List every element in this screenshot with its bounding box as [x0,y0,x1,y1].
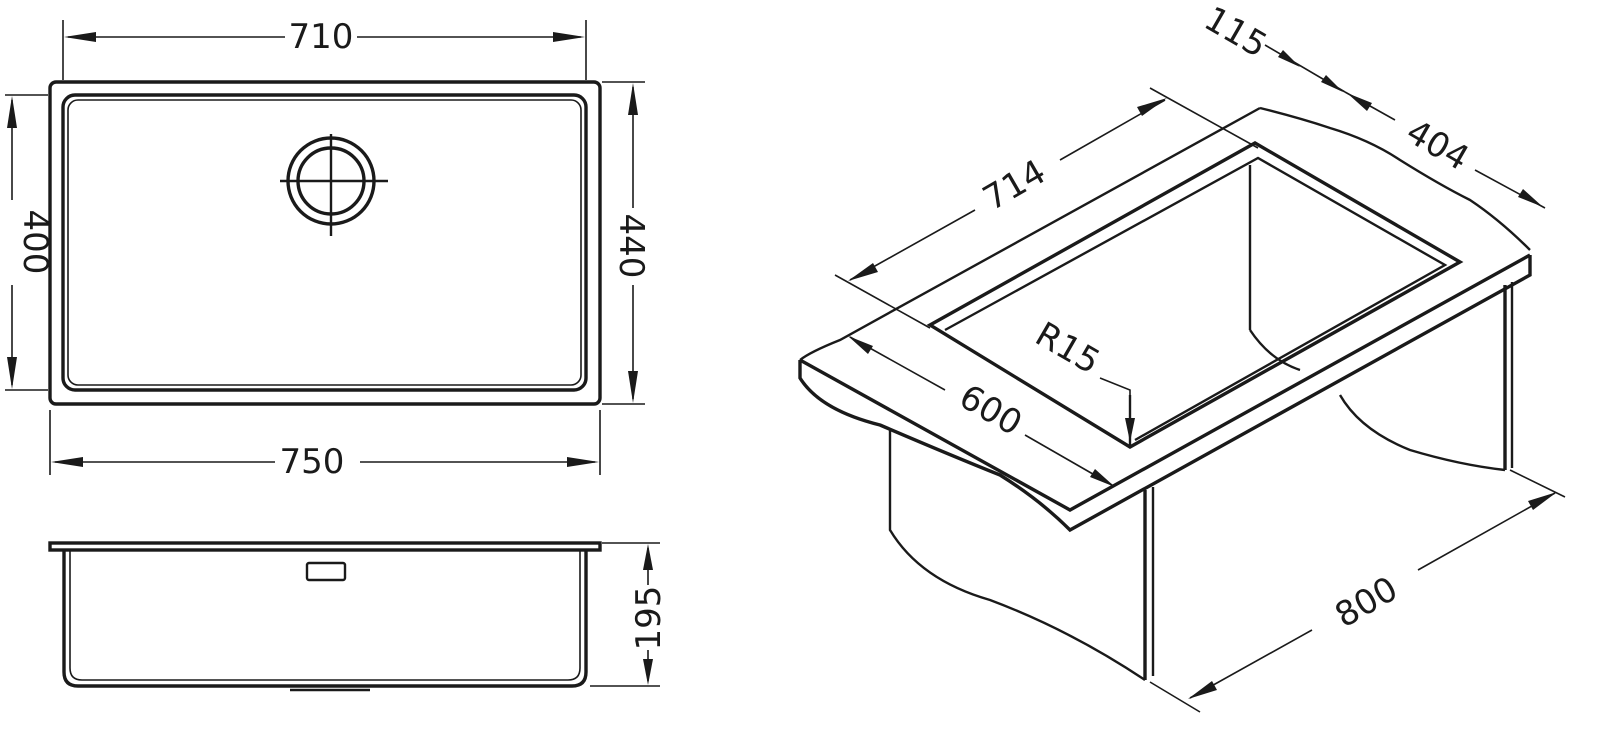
dim-r15-label: R15 [1029,314,1107,382]
dim-115: 115 [1197,0,1346,93]
dim-710: 710 [62,17,587,80]
dim-400: 400 [5,94,55,391]
dim-404: 404 [1344,91,1546,209]
bowl-opening [926,141,1464,449]
dim-710-label: 710 [289,17,354,57]
isometric-view: 714 115 404 R15 600 [798,0,1566,713]
dim-440: 440 [602,81,651,405]
dim-r15: R15 [1029,314,1135,442]
dim-600-label: 600 [952,377,1028,444]
countertop-front-edge [799,253,1531,512]
dim-195: 195 [590,542,669,687]
plan-inner-bowl-edge [67,99,582,386]
dim-404-label: 404 [1399,112,1475,179]
dim-714: 714 [834,87,1259,329]
dim-800: 800 [1149,469,1566,713]
countertop-wavy-edge [1259,106,1531,251]
overflow-slot [305,561,347,582]
plan-inner-bowl [61,93,588,392]
dim-440-label: 440 [611,214,651,279]
dim-750-label: 750 [280,442,345,482]
side-view: 195 [48,541,669,692]
dim-800-label: 800 [1328,569,1404,636]
dim-195-label: 195 [629,586,669,651]
side-bowl [62,550,588,688]
dim-714-label: 714 [976,152,1052,219]
dim-115-label: 115 [1197,0,1273,66]
side-rim [48,541,602,552]
plan-outer-rim [48,80,602,406]
cabinet-left [888,430,1146,681]
dim-400-label: 400 [15,210,55,275]
plan-view: 710 750 400 [5,17,651,482]
dim-750: 750 [49,410,601,482]
drain-icon [280,134,388,236]
